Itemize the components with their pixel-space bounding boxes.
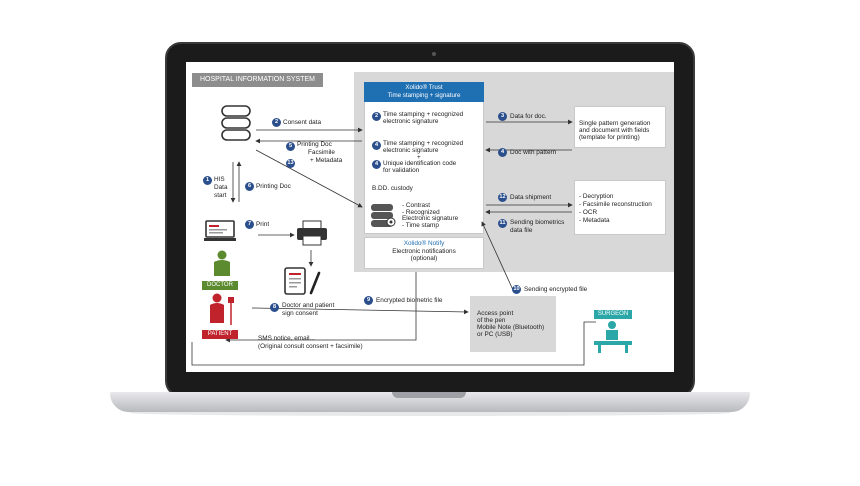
his-title: HOSPITAL INFORMATION SYSTEM	[192, 73, 323, 87]
step-3-badge: 3	[498, 112, 507, 121]
trust-step-4b-badge: 4	[372, 160, 381, 169]
laptop-shadow	[130, 410, 730, 416]
step-5-line3: + Metadata	[310, 157, 343, 164]
doctor-badge: DOCTOR	[202, 281, 238, 290]
step-6-badge: 6	[245, 182, 254, 191]
trust-item-b-line2: electronic signature	[383, 147, 439, 154]
access-line4: or PC (USB)	[477, 331, 513, 338]
step-5-line1: Printing Doc	[297, 141, 332, 148]
pattern-line2: and document with fields	[579, 127, 650, 134]
step-11-line1: Sending biometrics	[510, 219, 565, 226]
step-7-badge: 7	[245, 220, 254, 229]
step-5-line2: Facsimile	[308, 149, 335, 156]
trust-subtitle: Time stamping + signature	[387, 91, 461, 99]
step-8-badge: 8	[270, 303, 279, 312]
notify-line1: Electronic notifications	[392, 248, 456, 255]
step-13-badge: 13	[286, 159, 295, 168]
bdd-item-3: Electronic signature	[402, 215, 459, 222]
step-1-line1: HIS	[214, 176, 225, 183]
decrypt-line1: - Decryption	[579, 193, 614, 200]
diagram-screen: HOSPITAL INFORMATION SYSTEM Xolido® Trus…	[186, 62, 674, 372]
trust-step-4a-badge: 4	[372, 141, 381, 150]
trust-item-b-plus: +	[417, 154, 421, 161]
camera-icon	[432, 52, 436, 56]
trust-item-c-line2: for validation	[383, 167, 420, 174]
step-4-badge: 4	[498, 148, 507, 157]
pattern-box	[574, 106, 666, 148]
step-5-badge: 5	[286, 142, 295, 151]
step-2-label: Consent data	[283, 119, 322, 126]
step-12-label: Data shipment	[510, 194, 552, 201]
bdd-item-2: - Recognized	[402, 209, 440, 216]
laptop-notch	[392, 392, 466, 398]
pattern-line3: (template for printing)	[579, 134, 640, 141]
notify-line2: (optional)	[410, 255, 438, 262]
patient-figure-icon	[210, 293, 234, 325]
trust-item-a-line1: Time stamping + recognized	[383, 111, 464, 118]
trust-step-2-badge: 2	[372, 112, 381, 121]
printer-icon	[297, 220, 327, 246]
step-1-badge: 1	[203, 176, 212, 185]
step-1-line3: start	[214, 192, 227, 199]
decrypt-line3: - OCR	[579, 209, 598, 216]
step-8-line2: sign consent	[282, 310, 318, 317]
access-line2: of the pen	[477, 317, 506, 324]
trust-item-b-line1: Time stamping + recognized	[383, 140, 464, 147]
step-7-label: Print	[256, 221, 270, 228]
decrypt-line4: - Metadata	[579, 217, 610, 224]
step-1-line2: Data	[214, 184, 228, 191]
step-2-badge: 2	[272, 118, 281, 127]
step-12-badge: 12	[498, 193, 507, 202]
pattern-line1: Single pattern generation	[579, 120, 651, 127]
surgeon-badge: SURGEON	[594, 310, 632, 319]
trust-name: Xolido® Trust	[405, 84, 443, 91]
step-11-line2: data file	[510, 227, 533, 234]
trust-header: Xolido® Trust Time stamping + signature	[364, 82, 484, 102]
doctor-figure-icon	[214, 250, 230, 276]
bdd-item-1: - Contrast	[402, 202, 431, 209]
trust-item-c-line1: Unique identification code	[383, 160, 457, 167]
step-4-label: Doc with pattern	[510, 149, 557, 156]
step-11-badge: 11	[498, 219, 507, 228]
step-9-badge: 9	[364, 296, 373, 305]
notify-name: Xolido® Notify	[403, 240, 445, 247]
surgeon-figure-icon	[594, 321, 632, 353]
step-3-label: Data for doc.	[510, 113, 547, 120]
sms-line1: SMS notice, email...	[258, 335, 315, 342]
decrypt-box	[574, 180, 666, 235]
access-line3: Mobile Note (Bluetooth)	[477, 324, 545, 331]
notify-box	[364, 237, 484, 269]
patient-badge: PATIENT	[202, 330, 238, 339]
access-line1: Access point	[477, 310, 514, 317]
his-database-icon	[221, 105, 251, 141]
step-9-label: Encrypted biometric file	[376, 297, 443, 304]
access-point-box	[470, 296, 556, 352]
consent-document-icon	[284, 267, 321, 295]
step-10-label: Sending encrypted file	[524, 286, 588, 293]
step-10-badge: 10	[512, 285, 521, 294]
step-8-line1: Doctor and patient	[282, 302, 335, 309]
laptop-base	[110, 392, 750, 412]
decrypt-line2: - Facsimile reconstruction	[579, 201, 652, 208]
step-6-label: Printing Doc	[256, 183, 291, 190]
bdd-database-icon	[371, 204, 396, 227]
bdd-item-4: - Time stamp	[402, 222, 439, 229]
bdd-custody-label: B.DD. custody	[372, 185, 413, 192]
sms-line2: (Original consult consent + facsimile)	[258, 343, 363, 350]
computer-icon	[204, 220, 236, 241]
trust-item-a-line2: electronic signature	[383, 118, 439, 125]
